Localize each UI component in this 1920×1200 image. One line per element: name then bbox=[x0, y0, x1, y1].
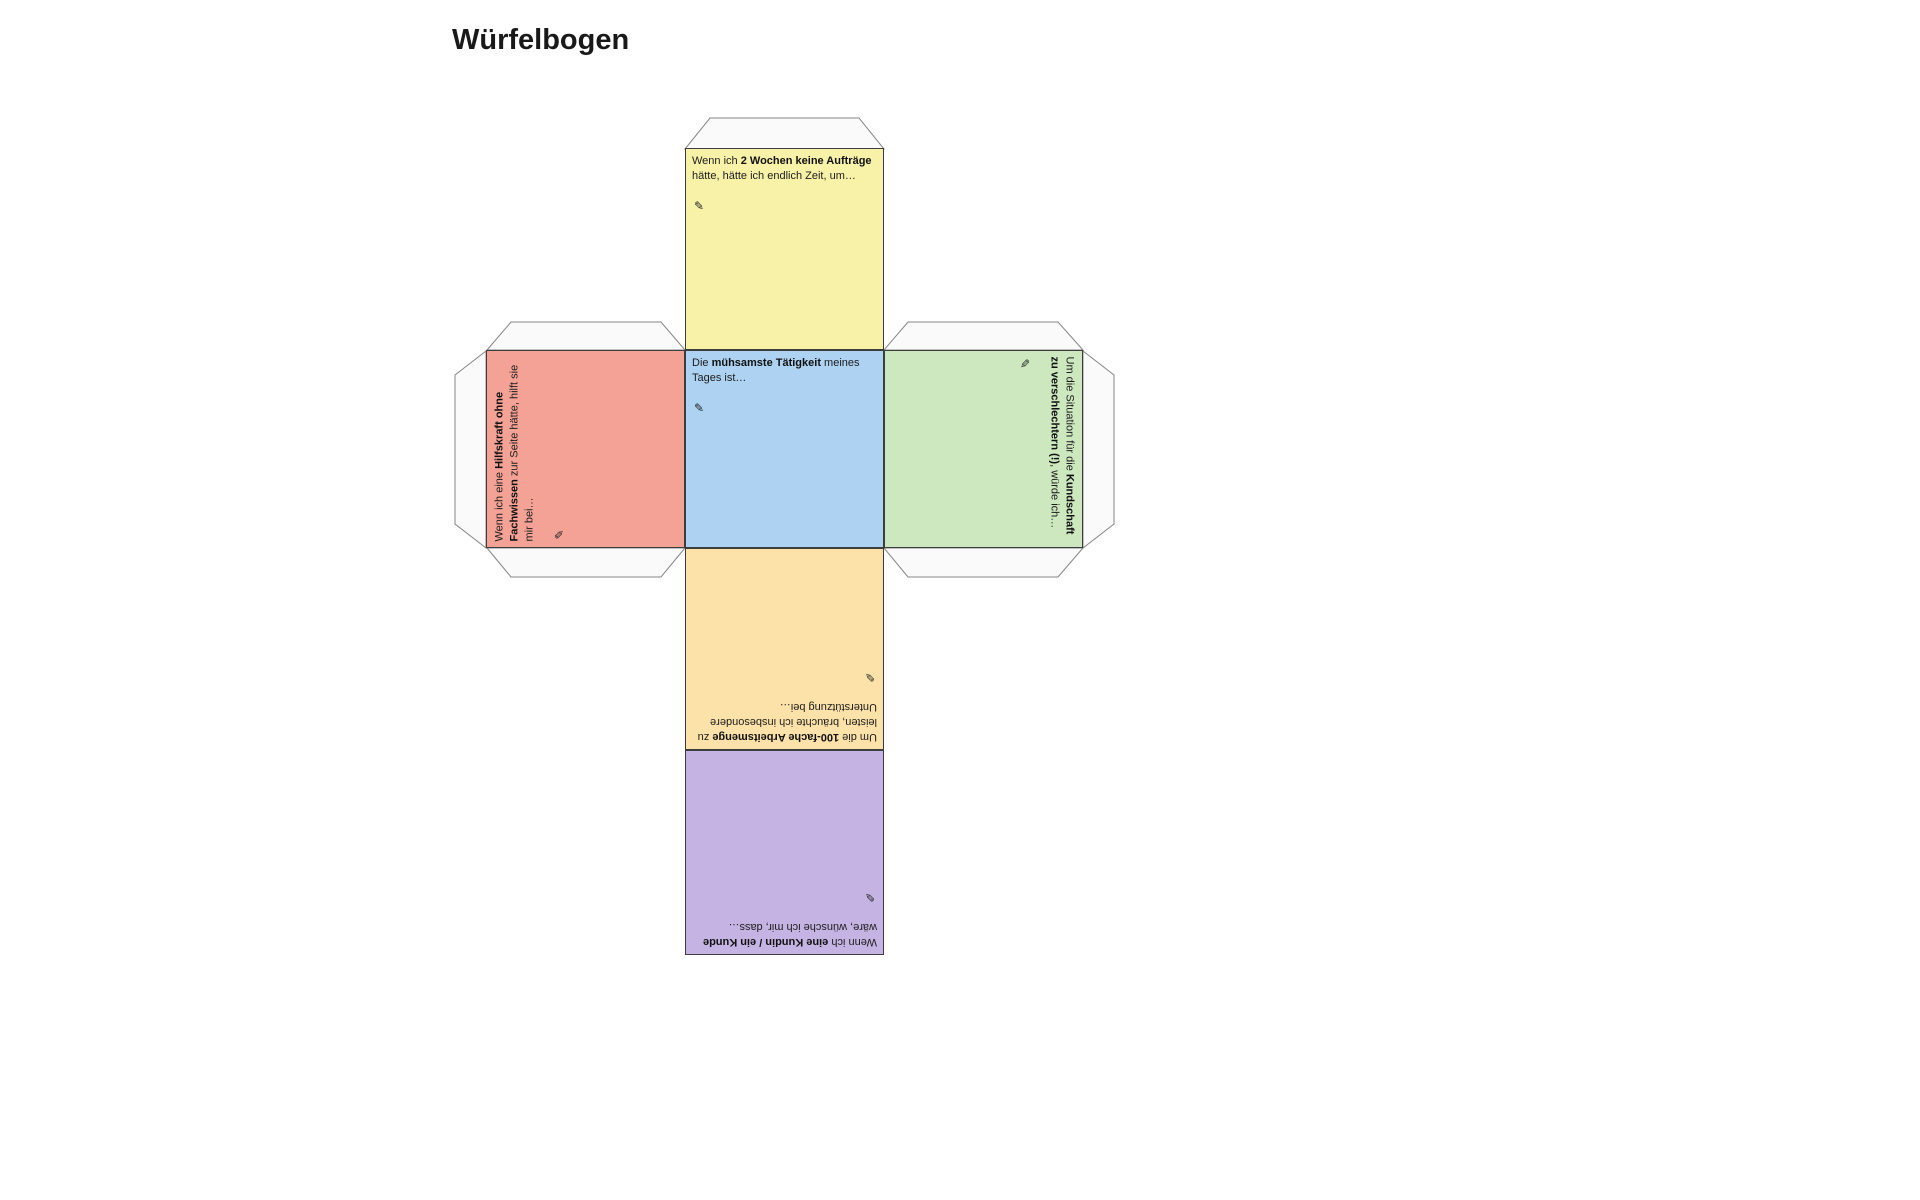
pencil-icon: ✎ bbox=[864, 670, 875, 685]
face-kundschaft-prompt: Um die Situation für die Kundschaft zu v… bbox=[1048, 356, 1076, 535]
face-arbeitsmenge: Um die 100-fache Arbeitsmenge zu leisten… bbox=[685, 548, 884, 750]
glue-tab-right-side bbox=[1082, 349, 1115, 550]
face-hilfskraft-prompt: Wenn ich eine Hilfskraft ohne Fachwissen… bbox=[493, 364, 536, 542]
face-taetigkeit-prompt: Die mühsamste Tätigkeit meines Tages ist… bbox=[692, 357, 860, 384]
face-kundschaft-content: Um die Situation für die Kundschaft zu v… bbox=[886, 351, 1082, 547]
glue-tab-left-side bbox=[454, 349, 487, 550]
pencil-icon: ✎ bbox=[552, 529, 567, 540]
pencil-icon: ✎ bbox=[1017, 358, 1032, 369]
pencil-icon: ✎ bbox=[864, 890, 875, 905]
face-arbeitsmenge-content: Um die 100-fache Arbeitsmenge zu leisten… bbox=[686, 549, 883, 749]
page-title: Würfelbogen bbox=[452, 24, 630, 56]
face-kunde: Wenn ich eine Kundin / ein Kunde wäre, w… bbox=[685, 750, 884, 955]
glue-tab-right-bottom bbox=[882, 547, 1085, 578]
glue-tab-left-top bbox=[485, 321, 687, 351]
face-hilfskraft: Wenn ich eine Hilfskraft ohne Fachwissen… bbox=[486, 350, 685, 548]
glue-tab-right-top bbox=[882, 321, 1085, 351]
glue-tab-left-bottom bbox=[485, 547, 687, 578]
face-auftraege: Wenn ich 2 Wochen keine Aufträge hätte, … bbox=[685, 148, 884, 350]
face-hilfskraft-content: Wenn ich eine Hilfskraft ohne Fachwissen… bbox=[488, 351, 684, 547]
face-kunde-content: Wenn ich eine Kundin / ein Kunde wäre, w… bbox=[686, 751, 883, 954]
pencil-icon: ✎ bbox=[694, 400, 705, 415]
pencil-icon: ✎ bbox=[694, 198, 705, 213]
face-taetigkeit-content: Die mühsamste Tätigkeit meines Tages ist… bbox=[686, 351, 883, 547]
face-arbeitsmenge-prompt: Um die 100-fache Arbeitsmenge zu leisten… bbox=[697, 701, 877, 743]
glue-tab-top bbox=[683, 117, 886, 150]
face-taetigkeit: Die mühsamste Tätigkeit meines Tages ist… bbox=[685, 350, 884, 548]
face-kunde-prompt: Wenn ich eine Kundin / ein Kunde wäre, w… bbox=[703, 921, 877, 948]
face-kundschaft: Um die Situation für die Kundschaft zu v… bbox=[884, 350, 1083, 548]
face-auftraege-prompt: Wenn ich 2 Wochen keine Aufträge hätte, … bbox=[692, 155, 872, 182]
face-auftraege-content: Wenn ich 2 Wochen keine Aufträge hätte, … bbox=[686, 149, 883, 349]
